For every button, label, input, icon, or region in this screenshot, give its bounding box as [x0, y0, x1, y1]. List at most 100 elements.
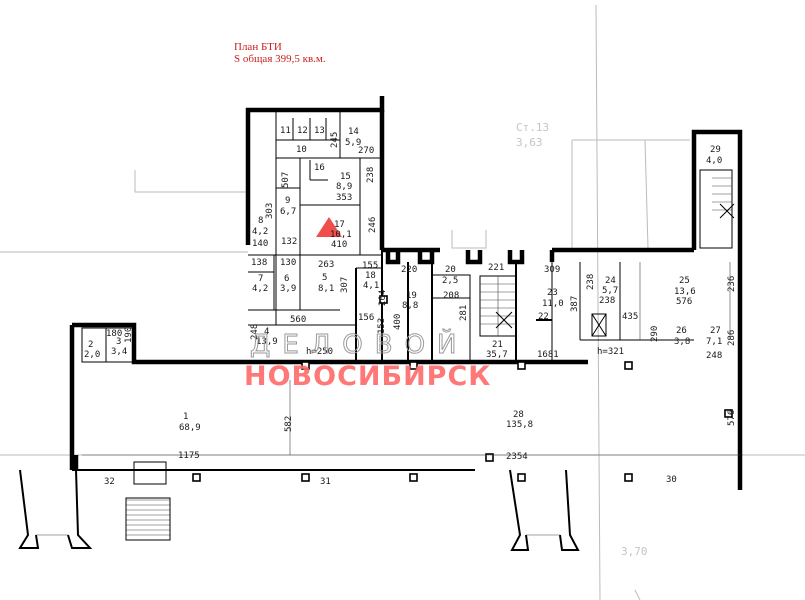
- dim-label: 204: [378, 290, 388, 306]
- shaft-box: [591, 313, 607, 337]
- dim-label: 286: [727, 330, 737, 346]
- room-26: 26 3,8: [674, 326, 690, 347]
- room-27: 27 7,1: [706, 326, 722, 347]
- room-area: 3,8: [674, 337, 690, 347]
- dim-label: 208: [443, 291, 459, 301]
- room-17: 17 10,1: [330, 220, 352, 240]
- room-12: 12: [297, 126, 308, 136]
- plan-heading: План БТИ S общая 399,5 кв.м.: [234, 41, 326, 65]
- room-area: 3,9: [280, 284, 296, 294]
- dim-label: h=250: [306, 347, 333, 357]
- dim-label: 220: [401, 265, 417, 275]
- dim-label: 290: [650, 326, 660, 342]
- room-area: 4,0: [706, 156, 722, 166]
- dim-label: 130: [280, 258, 296, 268]
- faint-label: Ст.13: [516, 121, 549, 134]
- plan-total-area: S общая 399,5 кв.м.: [234, 53, 326, 65]
- room-area: 8,1: [318, 284, 334, 294]
- dim-label: 31: [320, 477, 331, 487]
- room-area: 3,4: [111, 347, 127, 357]
- room-29: 29 4,0: [706, 145, 722, 166]
- room-area: 10,1: [330, 230, 352, 240]
- dim-label: 246: [368, 217, 378, 233]
- room-area: 4,2: [252, 284, 268, 294]
- room-number: 18: [365, 271, 376, 281]
- room-1: 1 68,9: [179, 412, 201, 433]
- dim-label: 582: [284, 416, 294, 432]
- dim-label: 138: [251, 258, 267, 268]
- room-area: 6,7: [280, 207, 296, 217]
- room-area: 2,5: [442, 276, 458, 286]
- dim-label: 281: [459, 305, 469, 321]
- room-number: 17: [334, 220, 345, 230]
- room-area: 8,8: [402, 301, 418, 311]
- room-number: 15: [340, 172, 351, 182]
- dim-label: 238: [586, 274, 596, 290]
- room-number: 6: [284, 274, 289, 284]
- faint-label: 3,63: [516, 136, 543, 149]
- dim-label: 263: [318, 260, 334, 270]
- room-number: 20: [445, 265, 456, 275]
- room-labels: 1 68,9 2 2,0 3 3,4 4 13,9 5 8,1 6 3,9 7 …: [84, 126, 722, 433]
- room-number: 2: [88, 340, 93, 350]
- room-23: 23 11,0: [542, 288, 564, 309]
- room-7: 7 4,2: [252, 274, 268, 294]
- dim-label: 2354: [506, 452, 528, 462]
- dim-label: 1175: [178, 451, 200, 461]
- room-area: 4,1: [363, 281, 379, 291]
- watermark-bottom: НОВОСИБИРСК: [244, 361, 491, 392]
- room-14: 14 5,9: [345, 127, 361, 148]
- room-3: 3 3,4: [111, 337, 127, 357]
- dim-label: 248: [706, 351, 722, 361]
- dim-label: 576: [727, 410, 737, 426]
- room-16: 16: [314, 163, 325, 173]
- dim-label: 10: [296, 145, 307, 155]
- faint-label: 3,70: [621, 545, 648, 558]
- room-number: 13: [314, 126, 325, 136]
- room-5: 5 8,1: [318, 273, 334, 294]
- room-4: 4 13,9: [256, 327, 278, 347]
- stairs-21: [479, 275, 517, 337]
- room-22: 22: [538, 312, 549, 322]
- dim-label: 400: [393, 314, 403, 330]
- room-number: 11: [280, 126, 291, 136]
- room-25: 25 13,6: [674, 276, 696, 297]
- room-11: 11: [280, 126, 291, 136]
- room-6: 6 3,9: [280, 274, 296, 294]
- dimension-lines: [82, 262, 740, 456]
- room-number: 1: [183, 412, 188, 422]
- entrance-center: [509, 469, 580, 551]
- dim-label: 1681: [537, 350, 559, 360]
- room-13: 13: [314, 126, 325, 136]
- room-number: 24: [605, 276, 616, 286]
- dim-label: 245: [330, 132, 340, 148]
- watermark-top: ДЕЛОВОЙ: [250, 328, 469, 360]
- room-number: 3: [116, 337, 121, 347]
- dim-label: 303: [265, 203, 275, 219]
- room-number: 28: [513, 410, 524, 420]
- dim-label: 507: [281, 172, 291, 188]
- dim-label: 560: [290, 315, 306, 325]
- room-area: 4,2: [252, 227, 268, 237]
- dim-label: 32: [104, 477, 115, 487]
- room-number: 27: [710, 326, 721, 336]
- room-28: 28 135,8: [506, 410, 533, 430]
- dim-label: 140: [252, 239, 268, 249]
- room-number: 9: [285, 196, 290, 206]
- dim-label: 410: [331, 240, 347, 250]
- dim-label: 248: [250, 324, 260, 340]
- room-number: 23: [547, 288, 558, 298]
- room-area: 5,7: [602, 286, 618, 296]
- room-number: 5: [322, 273, 327, 283]
- room-number: 14: [348, 127, 359, 137]
- room-number: 25: [679, 276, 690, 286]
- dim-label: 30: [666, 475, 677, 485]
- room-number: 7: [258, 274, 263, 284]
- stairs-29: [699, 169, 735, 249]
- room-20: 20 2,5: [442, 265, 458, 286]
- room-8: 8 4,2: [252, 216, 268, 237]
- dim-label: 309: [544, 265, 560, 275]
- dim-label: 270: [358, 146, 374, 156]
- room-area: 68,9: [179, 423, 201, 433]
- dim-label: 435: [622, 312, 638, 322]
